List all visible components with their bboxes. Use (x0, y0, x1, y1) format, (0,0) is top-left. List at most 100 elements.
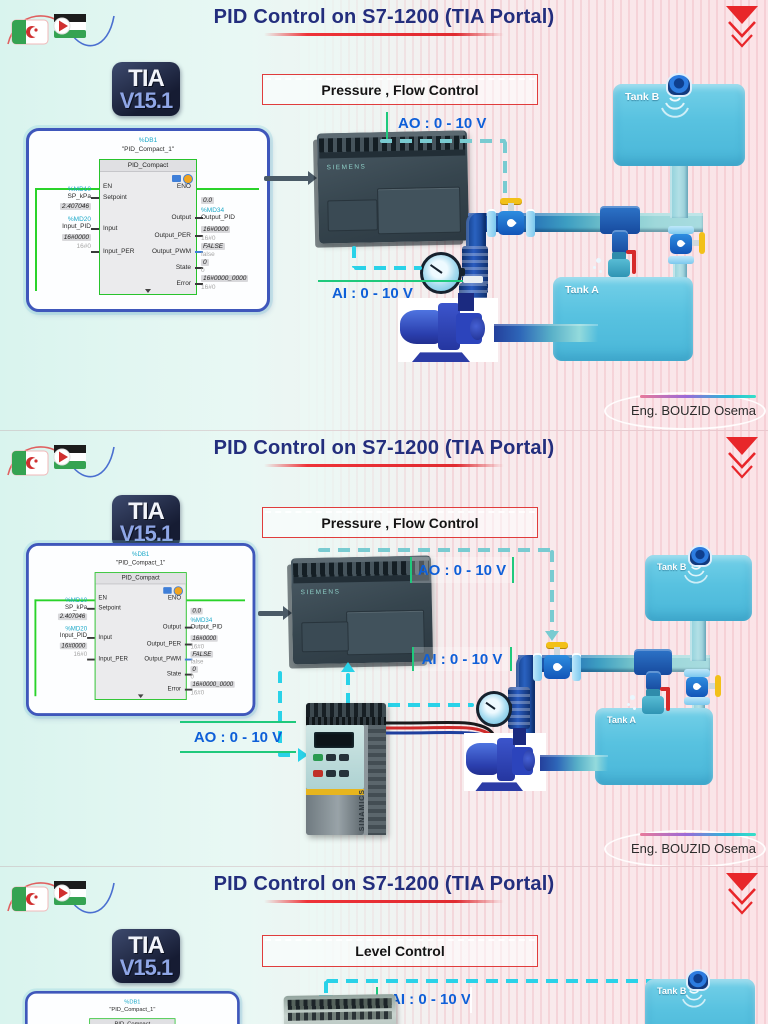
suction-pipe (494, 324, 598, 342)
ribbed-fitting (508, 687, 530, 729)
pid-pin-output-pwm: Output_PWM (151, 248, 191, 255)
pid-operand-sp-name: SP_kPa (65, 604, 88, 611)
pid-operand-outper-value: 16#0000 (201, 226, 231, 233)
pid-pin-output: Output (162, 623, 182, 631)
dash-arrow-right (298, 748, 308, 762)
valve-flange (533, 653, 542, 681)
ai-accent-line (318, 280, 468, 282)
valve-stem (692, 240, 700, 246)
pid-operand-error-value: 16#0000_0000 (201, 275, 249, 282)
pid-operand-in-name: Input_PID (59, 632, 88, 639)
valve-flange (668, 256, 694, 264)
sinamics-drive: SINAMICS (306, 703, 386, 835)
channel-logo (7, 881, 115, 914)
pid-db-ref: %DB1 (138, 137, 158, 144)
pin-tick (91, 251, 99, 253)
connector-arrow-head (283, 606, 292, 620)
pin-tick (195, 267, 203, 269)
pid-operand-state-value: 0 (190, 666, 198, 673)
drive-keypad (313, 754, 357, 782)
channel-logo (7, 14, 115, 47)
valve-lever (660, 687, 670, 691)
pid-operand-outper-sub: 16#0 (201, 235, 216, 242)
pid-operand-pwm-sub: false (190, 658, 204, 666)
tia-v15-badge: TIA V15.1 (112, 495, 180, 549)
drive-ao-dash-line (278, 671, 282, 755)
valve-flange (487, 209, 496, 237)
pid-operand-pwm-sub: false (201, 251, 215, 258)
pid-pin-output-per: Output_PER (146, 640, 182, 648)
tank-a: Tank A (595, 708, 713, 785)
power-rail (34, 599, 95, 602)
pid-operand-inper-value: 16#0000 (61, 234, 91, 241)
pid-pin-output-per: Output_PER (154, 232, 192, 239)
pid-operand-pwm-value: FALSE (190, 651, 214, 658)
dash-arrow-up (341, 662, 355, 672)
pump-base (412, 352, 470, 362)
pin-tick (184, 643, 193, 646)
plc-s71200-top (283, 994, 397, 1024)
power-rail (184, 599, 246, 602)
pin-tick (87, 658, 95, 661)
pid-compact-screenshot: %DB1 "PID_Compact_1" PID_Compact (25, 991, 240, 1024)
pump-body (438, 303, 460, 351)
signature-oval (604, 392, 766, 430)
channel-logo (7, 445, 115, 478)
pump-enclosure-box (464, 728, 546, 791)
expand-icon (137, 694, 144, 699)
ai-accent-line-right (470, 987, 472, 1013)
ai-dash-line (354, 266, 422, 270)
suction-pipe (540, 755, 608, 771)
plc-io-panel (377, 186, 461, 235)
valve-handle (699, 232, 705, 254)
level-sensor-icon (666, 73, 692, 97)
pin-tick-bool (195, 251, 203, 253)
pid-block-title: PID_Compact (100, 160, 196, 172)
pid-operand-sp-value: 2.407046 (59, 203, 91, 210)
tee-junction (634, 649, 672, 675)
pid-compact-screenshot: %DB1 "PID_Compact_1" PID_Compact EN Setp… (26, 543, 256, 716)
pid-pin-input-per: Input_PER (103, 248, 135, 255)
signature-oval (604, 830, 766, 866)
power-rail (35, 188, 99, 190)
valve-lever (632, 250, 636, 274)
valve-flange (668, 226, 694, 234)
slide-2: PID Control on S7-1200 (TIA Portal) TIA … (0, 430, 768, 866)
control-valve (533, 639, 581, 683)
bubbles (596, 258, 601, 263)
title-underline (264, 900, 504, 903)
tia-text: TIA (128, 932, 165, 959)
pin-tick (87, 637, 95, 639)
pid-operand-inper-sub: 16#0 (76, 243, 91, 250)
power-rail (34, 599, 37, 697)
page-title: PID Control on S7-1200 (TIA Portal) (213, 437, 555, 459)
connector-arrow-head (308, 171, 317, 185)
title-underline (264, 33, 504, 36)
ao-dash-line (550, 550, 554, 632)
pid-operand-in-addr: %MD20 (67, 216, 91, 223)
ai-label: AI : 0 - 10 V (332, 285, 413, 302)
tia-v15-badge: TIA V15.1 (112, 62, 180, 116)
pin-tick-bool (184, 658, 193, 661)
pump (464, 728, 546, 791)
valve-stem (554, 647, 560, 656)
tia-version: V15.1 (119, 955, 174, 980)
plc-s71200: SIEMENS (316, 130, 470, 244)
ao-label-box: AO : 0 - 10 V (410, 557, 514, 583)
pid-pin-state: State (166, 670, 182, 678)
drive-vents (306, 703, 386, 717)
tank-a: Tank A (553, 277, 693, 361)
connector-arrow (258, 611, 284, 616)
pid-pin-error: Error (167, 685, 182, 693)
valve-flange (572, 653, 581, 681)
valve-body (544, 655, 570, 679)
subtitle-label: Level Control (355, 943, 445, 959)
pin-tick (195, 283, 203, 285)
valve-lever (626, 250, 636, 254)
pin-tick (91, 228, 99, 230)
pid-pin-en: EN (103, 183, 113, 190)
pump-volute (511, 746, 536, 775)
white-dash-decoration (265, 78, 535, 80)
control-valve (487, 195, 535, 241)
